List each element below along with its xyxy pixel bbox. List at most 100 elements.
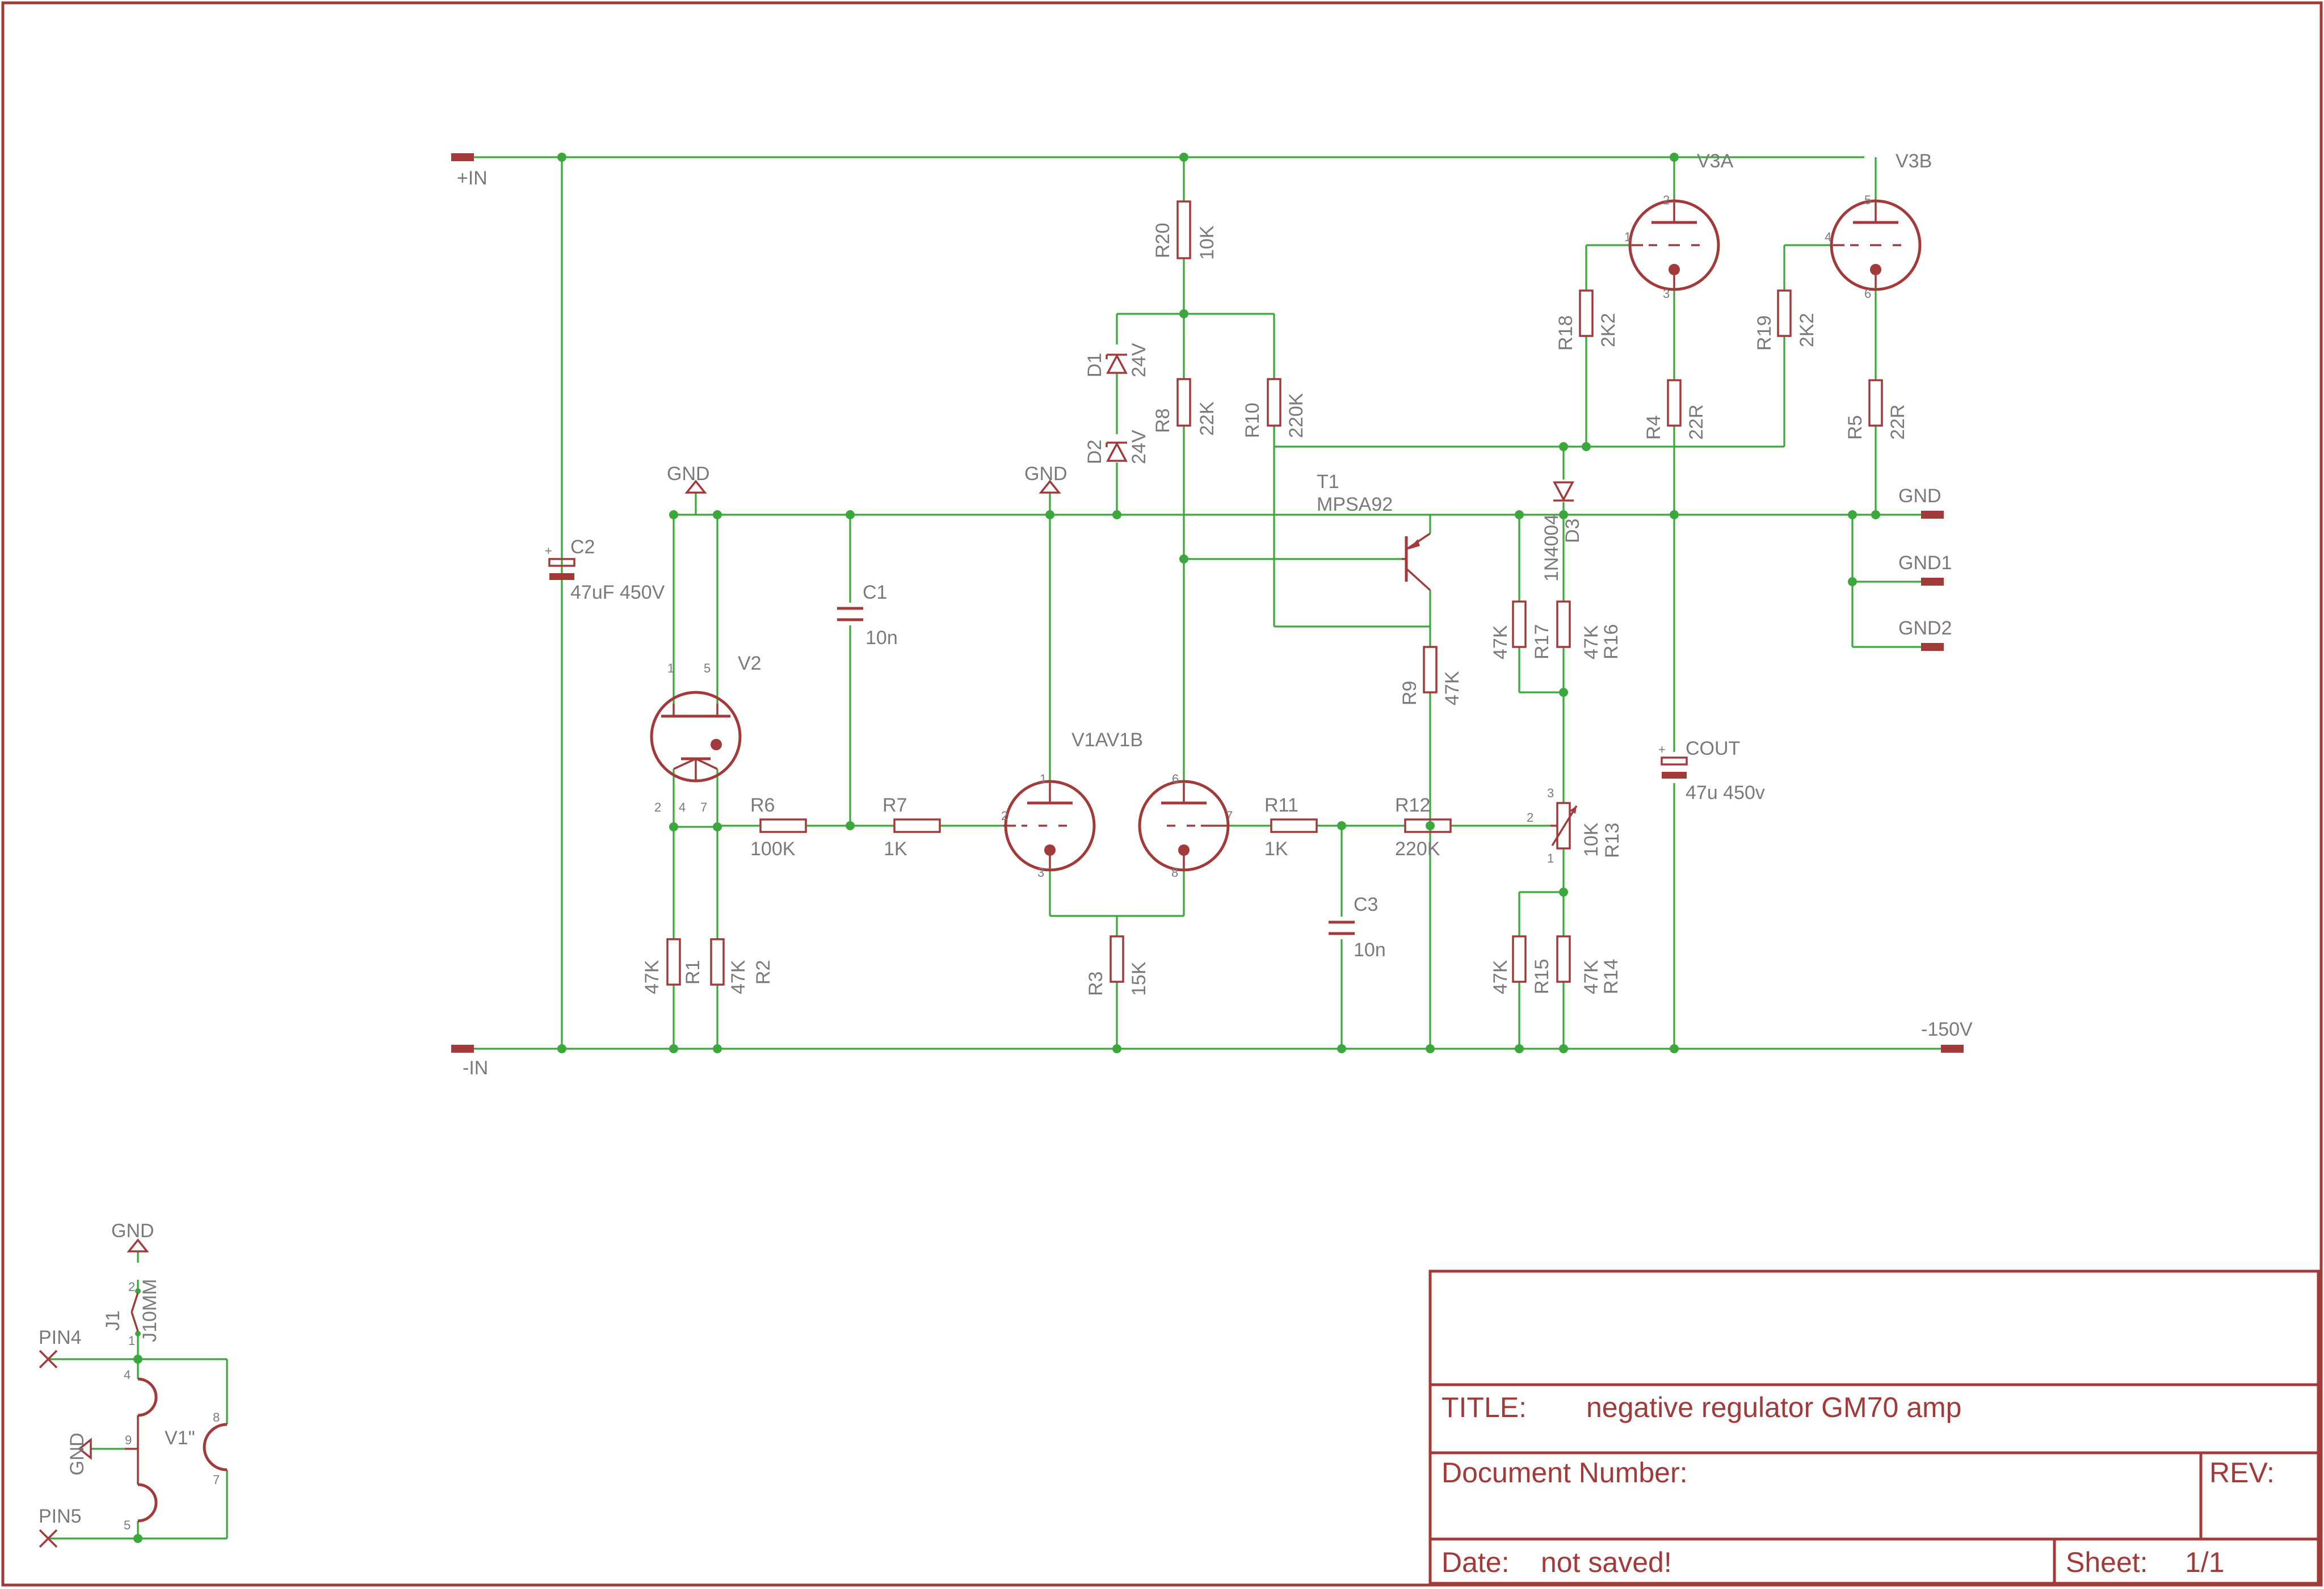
zener-d1: D1 24V [1084, 343, 1150, 377]
svg-text:8: 8 [213, 1410, 220, 1424]
svg-text:R10: R10 [1242, 403, 1263, 438]
no-connect-pin4 [39, 1350, 58, 1369]
svg-text:47uF 450V: 47uF 450V [570, 582, 665, 603]
svg-text:5: 5 [1864, 193, 1871, 207]
svg-text:R20: R20 [1152, 223, 1174, 258]
svg-text:220K: 220K [1395, 838, 1440, 860]
svg-text:R12: R12 [1395, 794, 1430, 816]
svg-text:1K: 1K [1264, 838, 1288, 860]
resistor-r1: 47K R1 [641, 938, 704, 994]
svg-text:1N4004: 1N4004 [1541, 514, 1562, 582]
svg-text:GND: GND [66, 1432, 88, 1476]
svg-text:D1: D1 [1084, 353, 1106, 377]
resistor-r20: R20 10K [1152, 200, 1218, 260]
svg-text:GND: GND [667, 463, 710, 485]
rev-label: REV: [2209, 1457, 2275, 1489]
svg-text:D2: D2 [1084, 440, 1106, 464]
svg-text:4: 4 [679, 800, 686, 814]
tube-v1a: 1 2 3 [1001, 772, 1096, 880]
svg-text:5: 5 [704, 661, 711, 675]
wires [49, 156, 1941, 1540]
svg-text:2: 2 [1527, 810, 1533, 825]
svg-text:47K: 47K [1442, 671, 1463, 705]
svg-text:R3: R3 [1085, 972, 1107, 996]
junctions [133, 153, 1880, 1543]
svg-text:R9: R9 [1399, 681, 1421, 705]
svg-text:6: 6 [1864, 287, 1871, 301]
svg-text:GND: GND [111, 1220, 154, 1242]
svg-text:R8: R8 [1152, 409, 1174, 433]
resistor-r12: R12 220K [1395, 794, 1452, 860]
transistor-t1: T1 MPSA92 [1317, 471, 1431, 591]
net-label-gnd: GND [1898, 485, 1941, 507]
svg-text:47K: 47K [1581, 960, 1602, 994]
capacitor-c3: C3 10n [1329, 894, 1386, 961]
net-label-gnd2: GND2 [1898, 617, 1952, 639]
svg-text:C1: C1 [863, 582, 887, 603]
net-label-out: -150V [1921, 1019, 1973, 1040]
svg-text:15K: 15K [1128, 961, 1150, 996]
resistor-r18: R18 2K2 [1555, 289, 1619, 351]
svg-text:R5: R5 [1844, 415, 1866, 440]
document-number-label: Document Number: [1442, 1457, 1688, 1489]
svg-text:MPSA92: MPSA92 [1317, 494, 1393, 515]
resistor-r2: 47K R2 [710, 938, 774, 994]
svg-text:24V: 24V [1128, 430, 1150, 464]
capacitor-cout: + COUT 47u 450v [1658, 738, 1765, 804]
svg-text:2: 2 [1001, 809, 1008, 823]
svg-text:R19: R19 [1754, 316, 1775, 351]
svg-text:R13: R13 [1602, 823, 1623, 858]
svg-text:GND: GND [1024, 463, 1068, 485]
svg-text:47K: 47K [728, 960, 749, 994]
net-label-plus-in: +IN [457, 167, 488, 189]
svg-text:1: 1 [128, 1334, 135, 1348]
sheet-label: Sheet: [2066, 1546, 2148, 1578]
svg-text:47K: 47K [641, 960, 663, 994]
svg-text:V3B: V3B [1896, 150, 1932, 172]
svg-text:R16: R16 [1600, 624, 1622, 659]
svg-text:10K: 10K [1581, 822, 1602, 857]
gnd-symbol-filament: GND [66, 1432, 92, 1476]
svg-text:22R: 22R [1686, 405, 1707, 440]
resistor-r11: R11 1K [1264, 794, 1318, 860]
svg-text:+: + [1658, 742, 1666, 756]
resistor-r6: R6 100K [750, 794, 807, 860]
title-label: TITLE: [1442, 1392, 1527, 1423]
net-label-pin4: PIN4 [39, 1327, 82, 1348]
title-text: negative regulator GM70 amp [1586, 1392, 1961, 1423]
gnd-symbol-j1: GND [111, 1220, 154, 1263]
svg-text:7: 7 [700, 800, 707, 814]
tube-v2: 1 5 2 4 7 V2 [650, 653, 762, 814]
sheet-value: 1/1 [2185, 1546, 2225, 1578]
svg-text:3: 3 [1547, 786, 1554, 800]
diode-d3: 1N4004 D3 [1541, 481, 1583, 582]
svg-text:24V: 24V [1128, 343, 1150, 377]
svg-text:COUT: COUT [1686, 738, 1740, 759]
svg-text:47K: 47K [1490, 625, 1511, 659]
resistor-r4: R4 22R [1643, 379, 1707, 440]
svg-text:3: 3 [1663, 287, 1670, 301]
svg-text:R17: R17 [1531, 624, 1553, 659]
svg-text:7: 7 [1226, 809, 1233, 823]
svg-text:5: 5 [124, 1518, 131, 1532]
svg-text:D3: D3 [1562, 519, 1583, 543]
svg-text:C2: C2 [570, 536, 595, 558]
svg-text:R7: R7 [882, 794, 907, 816]
svg-text:100K: 100K [750, 838, 796, 860]
svg-text:R14: R14 [1600, 959, 1622, 994]
svg-text:+: + [545, 544, 552, 558]
svg-text:10n: 10n [1354, 939, 1386, 961]
svg-text:1K: 1K [884, 838, 907, 860]
resistor-r16: 47K R16 [1556, 600, 1622, 659]
net-label-pin5: PIN5 [39, 1506, 82, 1527]
title-block: TITLE: negative regulator GM70 amp Docum… [1428, 1269, 2320, 1585]
resistor-r10: R10 220K [1242, 378, 1307, 438]
svg-text:1: 1 [1040, 772, 1047, 786]
svg-text:R18: R18 [1555, 316, 1577, 351]
zener-d2: D2 24V [1084, 430, 1150, 464]
svg-text:10K: 10K [1196, 225, 1218, 260]
connector-pads [451, 153, 1964, 1053]
gnd-symbol-v2: GND [667, 463, 710, 515]
svg-text:V3A: V3A [1697, 150, 1734, 172]
